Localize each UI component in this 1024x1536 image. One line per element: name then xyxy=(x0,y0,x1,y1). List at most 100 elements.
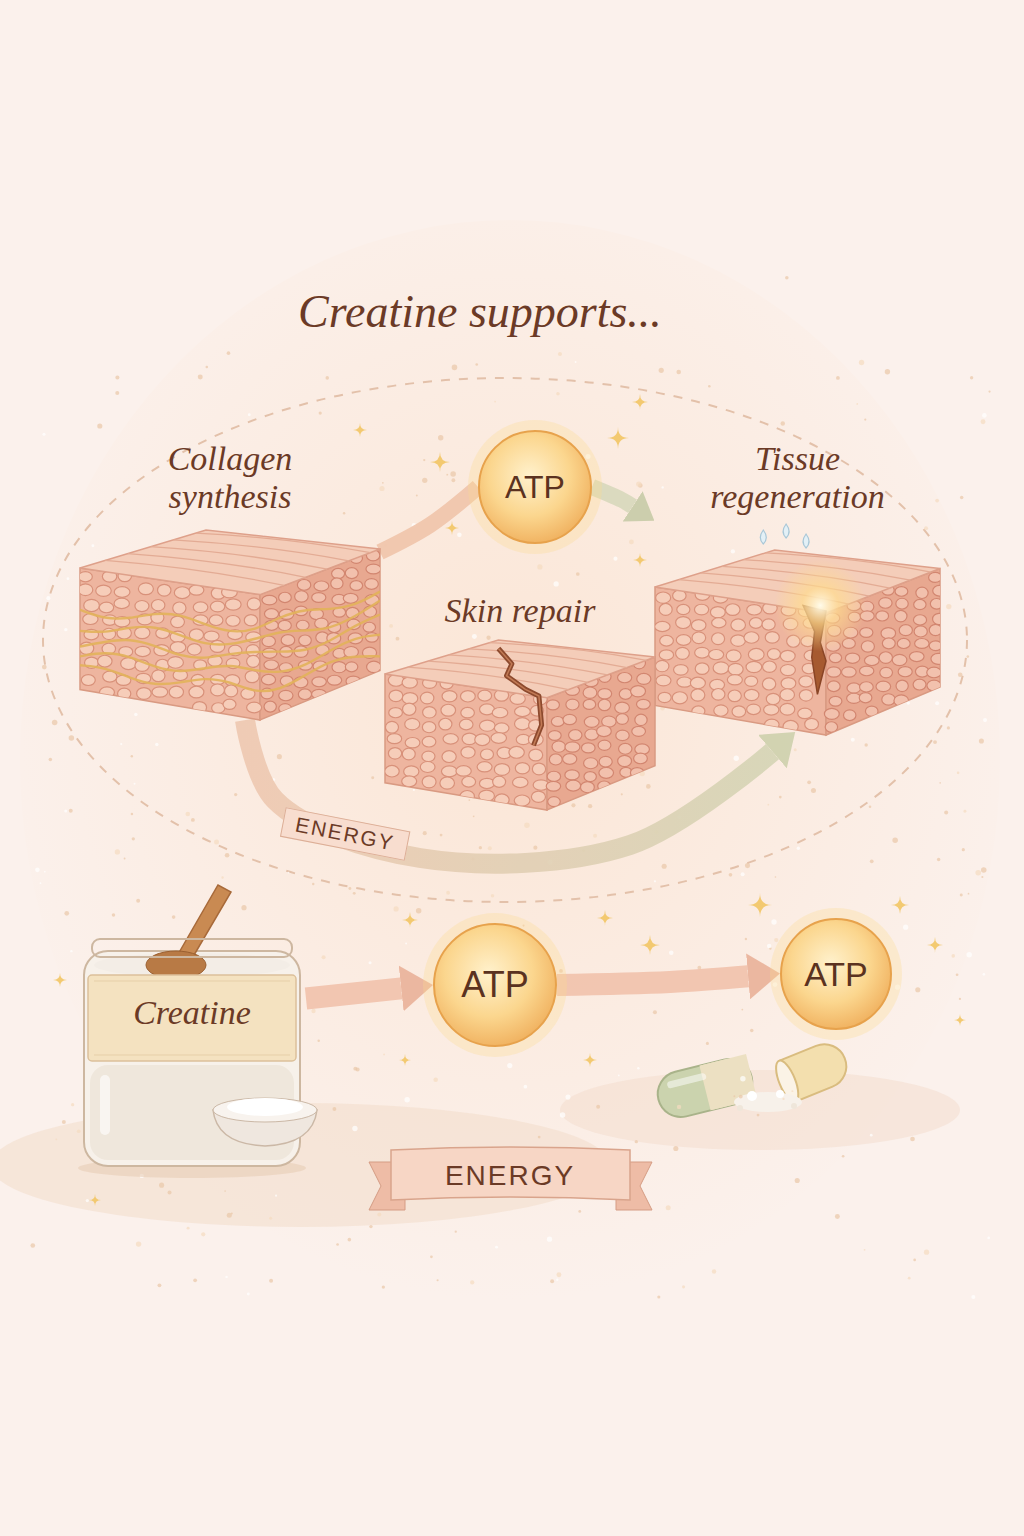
skin-cell xyxy=(246,645,259,657)
speckle xyxy=(851,738,855,742)
atp-disc xyxy=(781,919,891,1029)
skin-cell xyxy=(247,655,260,667)
node-heading: Skin repair xyxy=(400,592,640,630)
skin-cell xyxy=(744,632,759,644)
skin-cell xyxy=(615,702,630,713)
skin-cell xyxy=(714,705,728,716)
skin-block-node: Skin repair xyxy=(385,592,655,810)
skin-cell xyxy=(825,722,837,733)
skin-cell xyxy=(656,675,671,686)
skin-cell xyxy=(676,617,691,629)
water-droplet xyxy=(760,530,766,544)
ground-shadow xyxy=(560,1070,960,1150)
speckle xyxy=(348,1238,352,1242)
skin-cell xyxy=(171,616,185,627)
sparkle xyxy=(402,912,418,928)
energy-banner: ENERGY xyxy=(369,1148,652,1204)
speckle xyxy=(745,938,747,940)
skin-texture xyxy=(196,533,370,553)
speckle xyxy=(870,859,874,863)
speckle xyxy=(353,1067,357,1071)
skin-cell xyxy=(563,714,576,724)
speckle xyxy=(859,360,864,365)
skin-cell xyxy=(660,636,674,647)
skin-cell xyxy=(389,708,403,718)
skin-cell xyxy=(118,688,131,699)
skin-cell xyxy=(677,605,690,615)
skin-cell xyxy=(895,610,907,622)
speckle xyxy=(136,1241,141,1246)
skin-cell xyxy=(547,771,560,781)
skin-cell xyxy=(509,747,524,759)
edge-label: ENERGY xyxy=(280,807,410,861)
skin-cell xyxy=(913,615,926,625)
skin-cell xyxy=(692,632,706,644)
skin-cell xyxy=(712,618,726,628)
skin-cell xyxy=(262,648,277,658)
speckle xyxy=(311,1009,315,1013)
atp-halo xyxy=(770,908,902,1040)
speckle xyxy=(225,853,230,858)
speckle xyxy=(336,1243,339,1246)
speckle xyxy=(416,495,418,497)
speckle xyxy=(494,401,496,403)
speckle xyxy=(745,863,750,868)
skin-cell xyxy=(766,694,780,705)
skin-cell xyxy=(460,691,475,702)
speckle xyxy=(159,1183,164,1188)
speckle xyxy=(767,944,771,948)
speckle xyxy=(733,1095,735,1097)
skin-cell xyxy=(892,655,907,666)
skin-cell xyxy=(138,583,153,595)
skin-cell xyxy=(402,748,415,760)
block-top xyxy=(80,530,380,595)
skin-cell xyxy=(225,599,241,610)
skin-cell xyxy=(314,581,329,591)
skin-cell xyxy=(583,687,597,698)
speckle xyxy=(957,772,960,775)
skin-cell xyxy=(916,587,928,598)
skin-cell xyxy=(618,755,632,766)
skin-cell xyxy=(859,666,873,676)
skin-cell xyxy=(799,690,812,701)
skin-cell xyxy=(876,681,891,692)
speckle xyxy=(734,756,739,761)
skin-cell xyxy=(745,676,758,686)
skin-cell xyxy=(332,662,346,673)
skin-cell xyxy=(713,662,729,674)
skin-cell xyxy=(829,653,841,663)
speckle xyxy=(437,1279,439,1281)
speckle xyxy=(935,701,939,705)
skin-cell xyxy=(475,734,490,746)
skin-cell xyxy=(565,742,580,752)
skin-cell xyxy=(598,781,611,791)
skin-cell xyxy=(515,706,531,716)
speckle xyxy=(475,363,478,366)
sparkle xyxy=(607,427,629,449)
skin-cell xyxy=(515,763,529,774)
skin-cell xyxy=(440,777,455,789)
speckle xyxy=(673,1146,678,1151)
skin-cell xyxy=(634,753,648,764)
sparkle xyxy=(53,973,67,987)
speckle xyxy=(312,883,314,885)
skin-cell xyxy=(881,628,896,639)
speckle xyxy=(524,823,530,829)
speckle xyxy=(964,810,967,813)
speckle xyxy=(575,361,577,363)
sparkle xyxy=(633,553,647,567)
speckle xyxy=(473,815,475,817)
skin-cell xyxy=(402,776,417,787)
skin-cell xyxy=(879,598,892,609)
speckle xyxy=(797,846,800,849)
atp-halo xyxy=(423,913,567,1057)
speckle xyxy=(241,905,246,910)
skin-cell xyxy=(312,690,327,700)
speckle xyxy=(231,1213,233,1215)
atp-circle: ATP xyxy=(780,918,892,1030)
skin-cell xyxy=(844,710,856,721)
jar-label: Creatine xyxy=(78,925,306,1032)
skin-cell xyxy=(422,751,435,762)
skin-cell xyxy=(296,620,309,630)
speckle xyxy=(44,871,46,873)
